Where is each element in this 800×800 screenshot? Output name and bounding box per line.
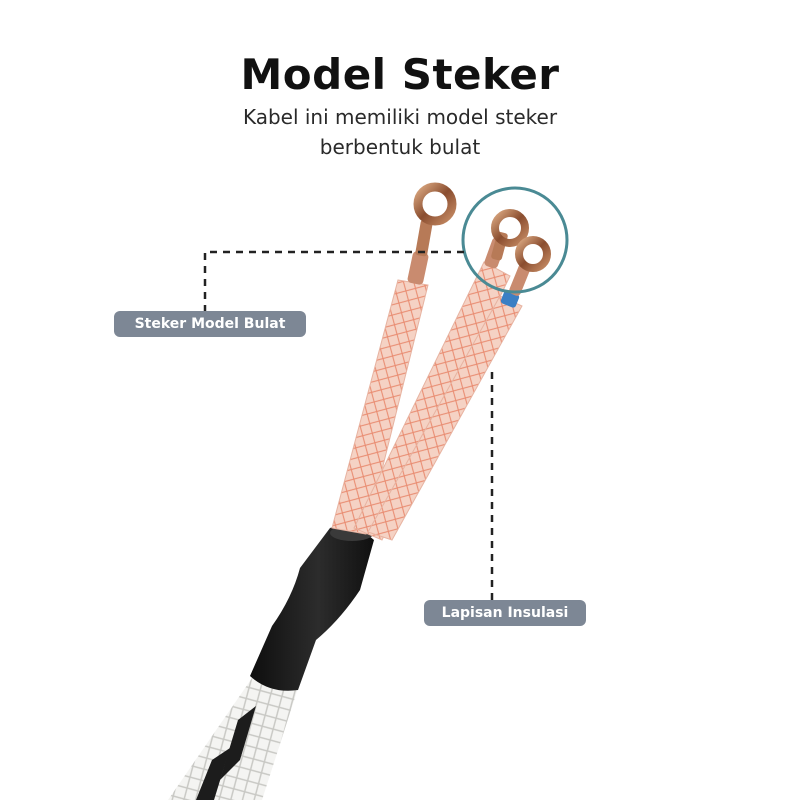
ring-terminal-middle [491, 209, 529, 261]
highlight-circle [461, 186, 569, 294]
subtitle-line-1: Kabel ini memiliki model steker [242, 105, 558, 129]
page-subtitle: Kabel ini memiliki model steker berbentu… [0, 102, 800, 162]
left-wire [331, 251, 429, 535]
right-wire [367, 262, 531, 541]
subtitle-line-2: berbentuk bulat [319, 135, 481, 159]
ring-terminal-right [515, 236, 551, 272]
outer-cable [168, 678, 298, 800]
heat-shrink-sleeve [250, 525, 374, 691]
page-title: Model Steker [240, 50, 560, 99]
insulation-label: Lapisan Insulasi [424, 600, 586, 626]
plug-model-label: Steker Model Bulat [114, 311, 306, 337]
plug-callout-line [203, 250, 467, 312]
ring-terminal-left [413, 182, 457, 257]
